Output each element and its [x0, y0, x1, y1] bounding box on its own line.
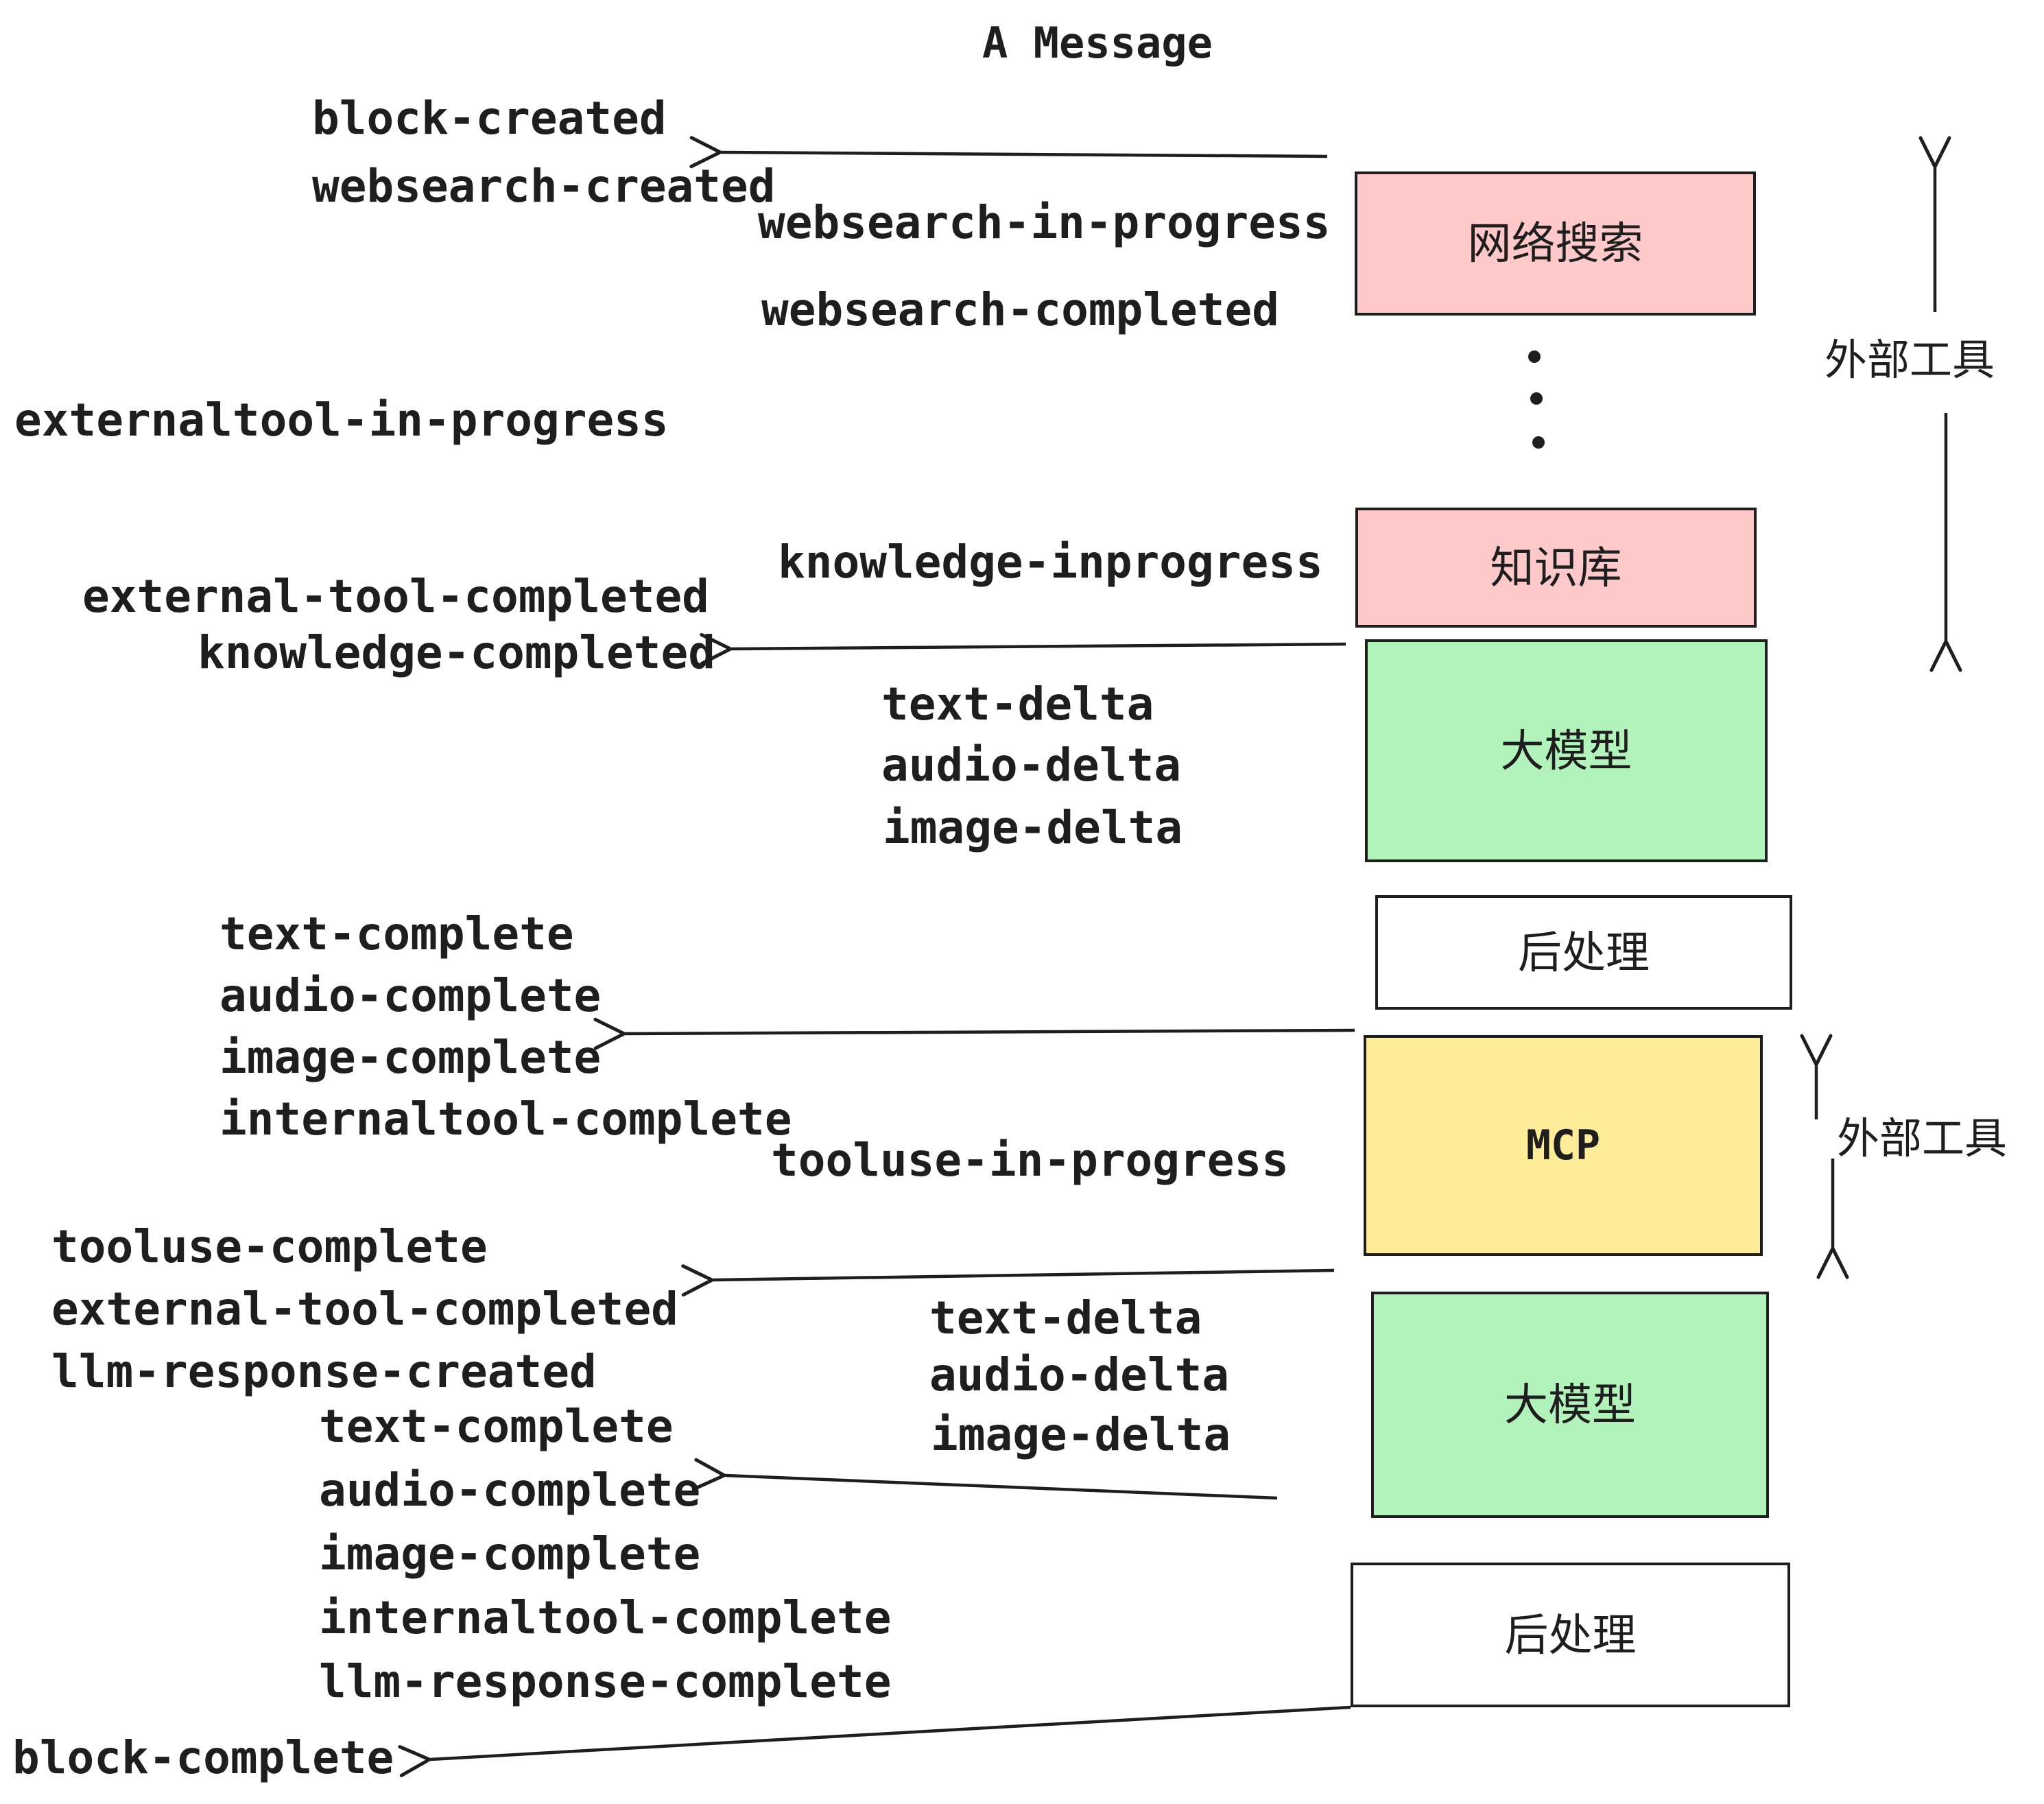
box-websearch: 网络搜索: [1355, 171, 1756, 316]
event-audio-delta-2: audio-delta: [929, 1349, 1230, 1401]
box-knowledge-base: 知识库: [1355, 508, 1757, 628]
event-text-delta-2: text-delta: [929, 1292, 1202, 1344]
event-image-delta-1: image-delta: [883, 801, 1183, 854]
event-image-complete-2: image-complete: [319, 1528, 701, 1580]
event-text-complete-2: text-complete: [319, 1400, 674, 1453]
event-externaltool-in-progress: externaltool-in-progress: [14, 394, 669, 447]
ellipsis-dot: [1530, 392, 1543, 405]
event-knowledge-inprogress: knowledge-inprogress: [778, 536, 1323, 589]
ellipsis-dot: [1528, 351, 1541, 363]
box-mcp-label: MCP: [1525, 1121, 1601, 1170]
external-tools-label-bottom: 外部工具: [1837, 1115, 2008, 1163]
box-postprocess-2: 后处理: [1351, 1563, 1790, 1707]
arrow-block-complete: [398, 1705, 1351, 1777]
event-llm-response-complete: llm-response-complete: [319, 1655, 892, 1708]
box-llm-2-label: 大模型: [1504, 1380, 1636, 1429]
box-websearch-label: 网络搜索: [1467, 219, 1643, 268]
event-image-complete-1: image-complete: [219, 1031, 602, 1084]
box-postprocess-2-label: 后处理: [1504, 1610, 1637, 1660]
event-text-complete-1: text-complete: [219, 907, 574, 960]
box-postprocess-1-label: 后处理: [1518, 927, 1650, 977]
event-knowledge-completed: knowledge-completed: [198, 626, 715, 679]
box-knowledge-base-label: 知识库: [1490, 543, 1622, 593]
box-llm-2: 大模型: [1371, 1292, 1769, 1518]
arrow-audio-complete-2: [693, 1458, 1278, 1500]
event-tooluse-complete: tooluse-complete: [51, 1220, 488, 1273]
event-text-delta-1: text-delta: [881, 678, 1154, 731]
diagram-title: A Message: [982, 18, 1213, 68]
event-websearch-completed: websearch-completed: [761, 283, 1279, 336]
arrow-websearch-created: [689, 136, 1328, 169]
event-audio-complete-2: audio-complete: [319, 1464, 701, 1517]
box-llm-1-label: 大模型: [1500, 726, 1632, 776]
event-audio-complete-1: audio-complete: [219, 969, 602, 1022]
event-internaltool-complete-1: internaltool-complete: [219, 1093, 792, 1146]
arrow-knowledge-completed: [700, 632, 1346, 665]
arrow-tooluse-complete: [681, 1264, 1335, 1297]
arrow-internal-complete-1: [593, 1017, 1355, 1050]
event-llm-response-created: llm-response-created: [51, 1345, 597, 1398]
ellipsis-dot: [1532, 436, 1545, 449]
event-websearch-created: websearch-created: [312, 160, 776, 213]
box-postprocess-1: 后处理: [1375, 895, 1792, 1010]
event-internaltool-complete-2: internaltool-complete: [319, 1591, 892, 1644]
box-llm-1: 大模型: [1365, 639, 1768, 862]
external-tools-label-top: 外部工具: [1825, 337, 1995, 384]
event-block-created: block-created: [312, 92, 667, 145]
event-tooluse-in-progress: tooluse-in-progress: [771, 1134, 1289, 1187]
event-external-tool-completed-1: external-tool-completed: [82, 570, 709, 623]
event-block-complete: block-complete: [12, 1731, 394, 1784]
box-mcp: MCP: [1364, 1035, 1763, 1256]
event-image-delta-2: image-delta: [931, 1408, 1231, 1461]
event-external-tool-completed-2: external-tool-completed: [51, 1283, 678, 1336]
event-audio-delta-1: audio-delta: [881, 739, 1182, 792]
event-websearch-in-progress: websearch-in-progress: [758, 196, 1331, 249]
